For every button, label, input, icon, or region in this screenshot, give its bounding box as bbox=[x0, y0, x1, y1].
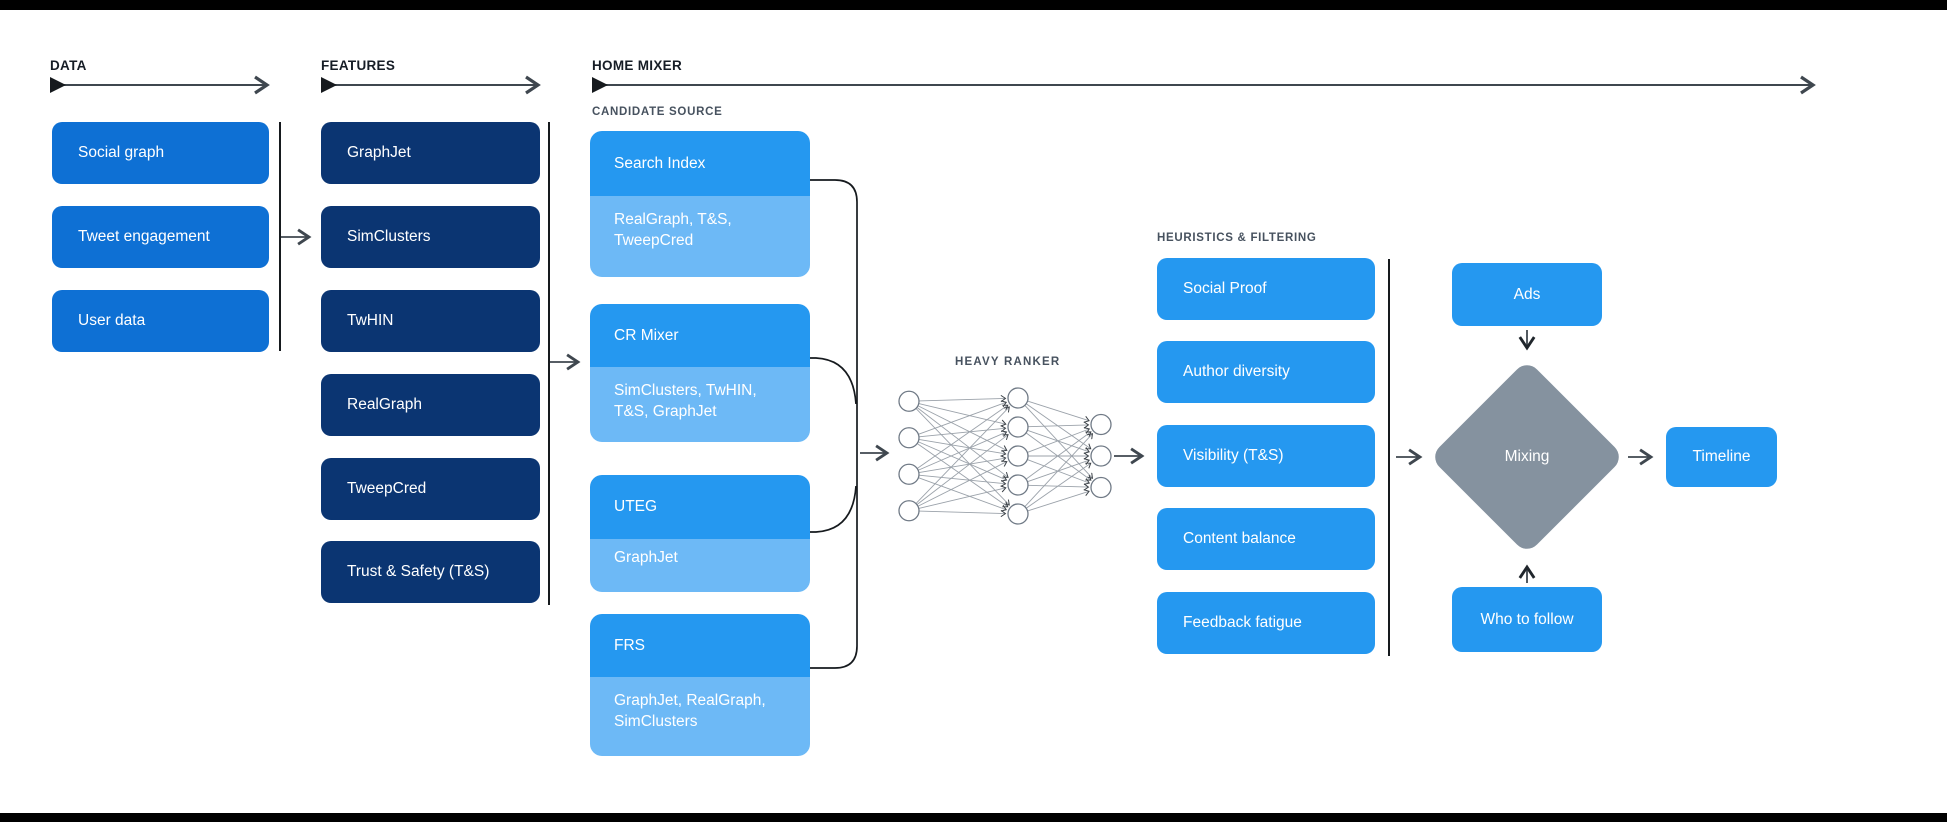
candidate-group-search-index: Search Index RealGraph, T&S, TweepCred bbox=[590, 131, 810, 277]
feature-box-tweepcred: TweepCred bbox=[321, 458, 540, 520]
candidate-sources: GraphJet bbox=[590, 539, 810, 592]
heuristic-box-feedback-fatigue: Feedback fatigue bbox=[1157, 592, 1375, 654]
heuristics-filtering-label: HEURISTICS & FILTERING bbox=[1157, 232, 1317, 244]
top-letterbox-bar bbox=[0, 0, 1947, 10]
candidate-sources: GraphJet, RealGraph, SimClusters bbox=[590, 677, 810, 756]
data-box-user-data: User data bbox=[52, 290, 269, 352]
feature-box-trust-safety: Trust & Safety (T&S) bbox=[321, 541, 540, 603]
candidate-sources: RealGraph, T&S, TweepCred bbox=[590, 196, 810, 277]
data-section-title: DATA bbox=[50, 58, 87, 73]
heuristic-box-content-balance: Content balance bbox=[1157, 508, 1375, 570]
neural-network-graphic bbox=[898, 387, 1112, 525]
bottom-letterbox-bar bbox=[0, 813, 1947, 822]
heavy-ranker-label: HEAVY RANKER bbox=[955, 356, 1061, 368]
home-mixer-section-title: HOME MIXER bbox=[592, 58, 683, 73]
candidate-group-frs: FRS GraphJet, RealGraph, SimClusters bbox=[590, 614, 810, 756]
mixing-diamond-label: Mixing bbox=[1504, 448, 1550, 465]
feature-box-twhin: TwHIN bbox=[321, 290, 540, 352]
candidate-title: UTEG bbox=[590, 475, 810, 539]
candidate-sources: SimClusters, TwHIN, T&S, GraphJet bbox=[590, 367, 810, 442]
timeline-box: Timeline bbox=[1666, 427, 1777, 487]
feature-box-realgraph: RealGraph bbox=[321, 374, 540, 436]
data-box-tweet-engagement: Tweet engagement bbox=[52, 206, 269, 268]
candidate-group-uteg: UTEG GraphJet bbox=[590, 475, 810, 592]
candidate-group-cr-mixer: CR Mixer SimClusters, TwHIN, T&S, GraphJ… bbox=[590, 304, 810, 442]
candidate-title: CR Mixer bbox=[590, 304, 810, 367]
candidate-source-label: CANDIDATE SOURCE bbox=[592, 106, 723, 118]
heuristic-box-author-diversity: Author diversity bbox=[1157, 341, 1375, 403]
features-section-title: FEATURES bbox=[321, 58, 396, 73]
feature-box-simclusters: SimClusters bbox=[321, 206, 540, 268]
candidate-title: FRS bbox=[590, 614, 810, 677]
column-dividers bbox=[279, 122, 1390, 656]
heuristic-box-visibility: Visibility (T&S) bbox=[1157, 425, 1375, 487]
feature-box-graphjet: GraphJet bbox=[321, 122, 540, 184]
heuristic-box-social-proof: Social Proof bbox=[1157, 258, 1375, 320]
flow-arrows bbox=[281, 228, 1654, 583]
data-box-social-graph: Social graph bbox=[52, 122, 269, 184]
candidate-title: Search Index bbox=[590, 131, 810, 196]
ads-box: Ads bbox=[1452, 263, 1602, 326]
who-to-follow-box: Who to follow bbox=[1452, 587, 1602, 652]
candidate-merge-bracket bbox=[810, 179, 858, 669]
